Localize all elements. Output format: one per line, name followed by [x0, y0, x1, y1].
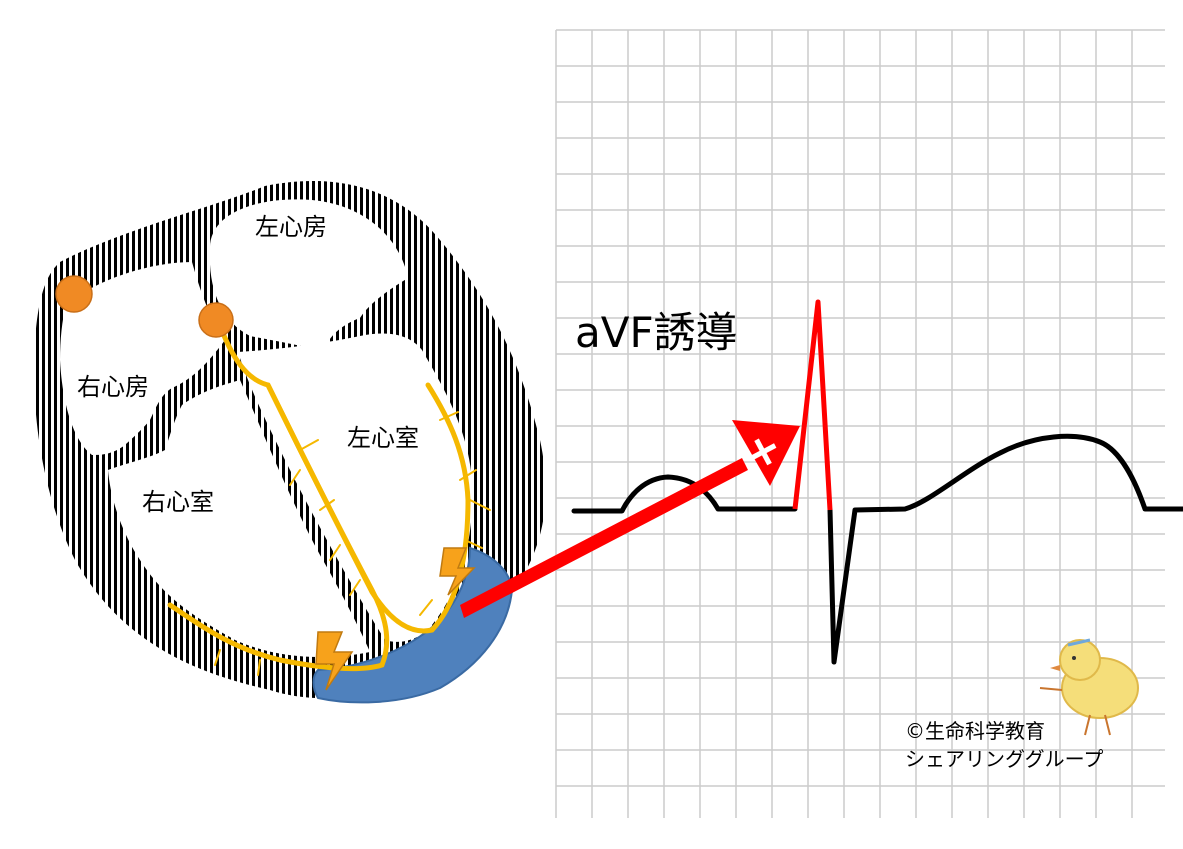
r-wave-highlight — [792, 299, 833, 511]
credit-line-1: ©生命科学教育 — [905, 719, 1045, 743]
lead-title: aVF誘導 — [575, 308, 738, 357]
sa-node — [55, 275, 93, 313]
av-node — [198, 302, 234, 338]
left-ventricle-cavity — [238, 333, 473, 642]
ecg-trace — [571, 433, 1183, 665]
label-left-atrium: 左心房 — [255, 213, 327, 241]
lightning-icon — [439, 547, 476, 596]
heart-diagram: 左心房 右心房 左心室 右心室 — [34, 181, 546, 704]
ecg-grid — [555, 29, 1165, 818]
vector-arrow — [460, 420, 800, 618]
right-ventricle-cavity — [108, 380, 370, 657]
credit-line-2: シェアリンググループ — [905, 747, 1103, 771]
label-right-ventricle: 右心室 — [142, 488, 214, 516]
label-right-atrium: 右心房 — [77, 373, 149, 401]
conduction-system — [167, 317, 491, 676]
right-atrium-cavity — [60, 262, 225, 455]
label-left-ventricle: 左心室 — [347, 424, 419, 452]
chick-mascot-icon — [1039, 638, 1139, 736]
left-atrium-cavity — [209, 199, 408, 352]
lightning-icon — [315, 631, 354, 691]
